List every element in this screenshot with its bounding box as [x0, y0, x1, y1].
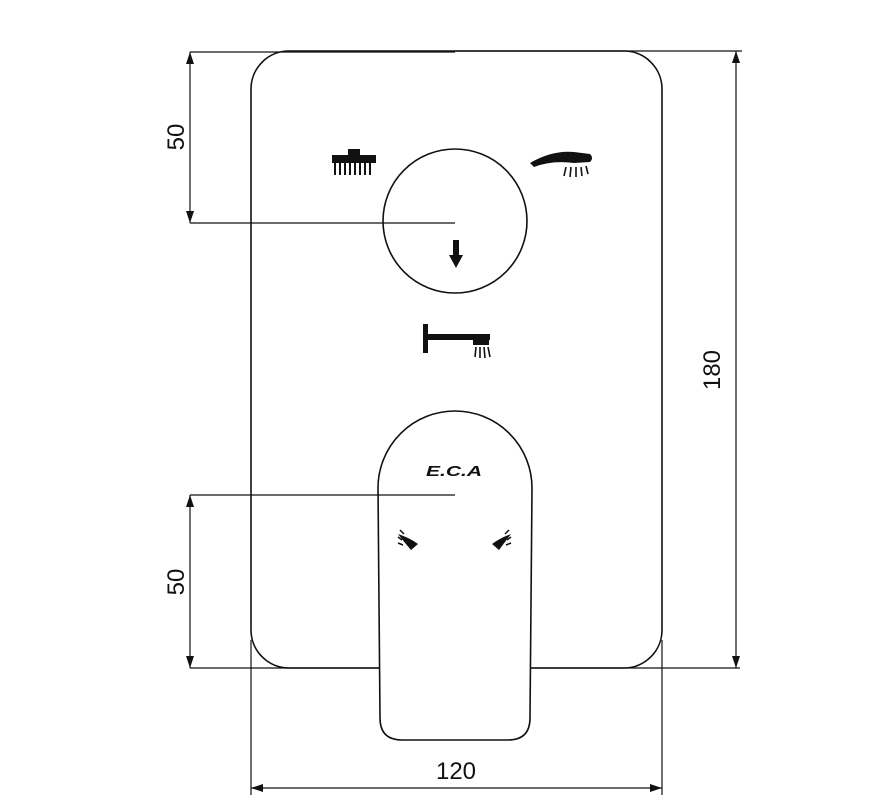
- dimension-top-offset: [186, 51, 455, 224]
- top-offset-label: 50: [163, 124, 190, 151]
- dimension-bottom-offset: [186, 494, 740, 669]
- width-label: 120: [436, 758, 476, 785]
- hot-water-icon: [492, 529, 512, 550]
- diverter-knob: [382, 148, 528, 294]
- arrow-down-icon: [449, 240, 463, 268]
- dimension-height: [455, 50, 742, 668]
- bath-tub-icon: [332, 149, 376, 175]
- bottom-offset-label: 50: [163, 569, 190, 596]
- height-label: 180: [699, 350, 726, 390]
- brand-logo: E.C.A: [426, 463, 482, 480]
- cold-water-icon: [397, 529, 418, 550]
- mixer-lever: [377, 410, 533, 741]
- dimension-width: [250, 640, 663, 795]
- bath-spout-icon: [423, 324, 491, 359]
- hand-shower-icon: [530, 151, 592, 178]
